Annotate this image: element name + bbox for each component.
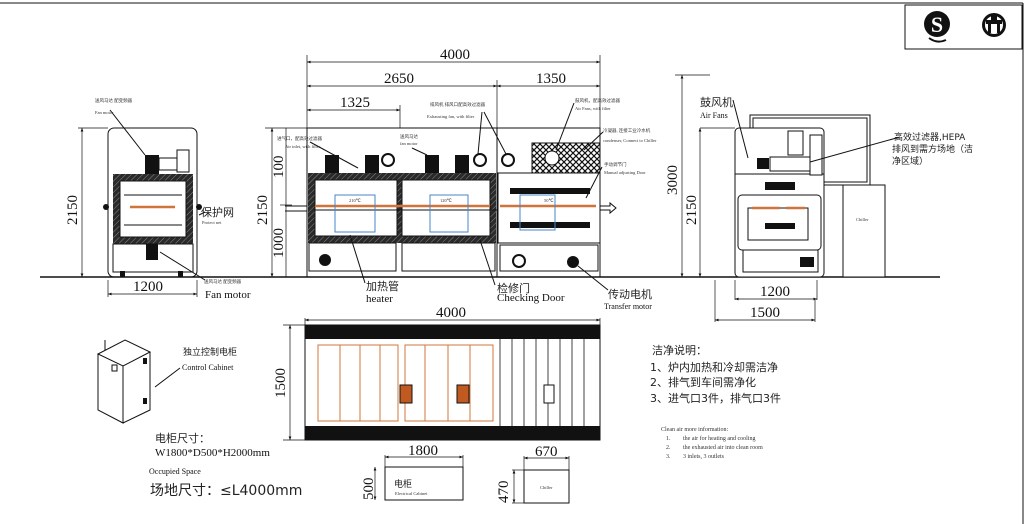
air-fans-cn: 鼓风机 xyxy=(700,95,733,109)
electrical-cabinet-cn: 电柜 xyxy=(394,478,412,490)
heater-en: heater xyxy=(366,293,393,305)
overall-height-dim: 3000 xyxy=(665,165,681,195)
clean-notes: 洁净说明： 1、炉内加热和冷却需洁净 2、排气到车间需净化 3、进气口3件，排气… xyxy=(650,343,781,460)
transfer-motor-en: Transfer motor xyxy=(604,302,652,311)
fan-motor-cn-top: 送风马达 配变频器 xyxy=(95,97,133,104)
zone2-temp: 120℃ xyxy=(440,198,453,203)
notes-en-num: 3. xyxy=(666,454,671,460)
svg-text:S: S xyxy=(931,12,943,37)
notes-en-item: the exhausted air into clean room xyxy=(683,445,763,451)
left-end-view: 2150 1200 送风马达 配变频器 Fan motor 保护网 Protec… xyxy=(65,97,251,301)
notes-cn-item: 3、进气口3件，排气口3件 xyxy=(650,391,781,405)
total-length-dim: 4000 xyxy=(440,47,470,63)
checking-door-cn: 检修门 xyxy=(497,281,530,295)
manual-door-cn: 手动调节门 xyxy=(604,161,627,168)
chiller-width-dim: 670 xyxy=(535,444,558,460)
certification-logos: S xyxy=(904,4,1023,50)
bottom-height-dim: 1000 xyxy=(271,228,287,258)
hepa-line2: 排风到需方场地（洁 xyxy=(892,143,973,155)
fan-motor2-en: fan motor xyxy=(400,141,418,146)
s-logo-icon: S xyxy=(924,11,950,43)
air-fans-filter-cn: 鼓风机，配高效过滤器 xyxy=(575,97,620,104)
left-width-dim: 1200 xyxy=(133,279,163,295)
cabinet-size-title: 电柜尺寸： xyxy=(155,431,210,445)
electrical-cabinet-en: Electrical Cabinet xyxy=(395,491,428,496)
oven-plan-view: 4000 1500 xyxy=(273,305,601,441)
chiller-depth-dim: 470 xyxy=(496,481,512,504)
height-dim: 2150 xyxy=(255,195,271,225)
transfer-motor-cn: 传动电机 xyxy=(608,287,652,301)
air-inlet-en: Air inlet, with filter xyxy=(285,144,321,150)
hepa-line3: 净区域） xyxy=(892,155,928,167)
notes-en-num: 2. xyxy=(666,445,671,451)
electrical-cabinet-plan: 1800 500 电柜 Electrical Cabinet xyxy=(361,443,464,501)
fan-motor-en-top: Fan motor xyxy=(95,110,114,115)
heater-cn: 加热管 xyxy=(366,279,399,293)
notes-cn-item: 1、炉内加热和冷却需洁净 xyxy=(650,360,778,374)
exhaust-cn: 排风机 排风口配高效过滤器 xyxy=(430,101,486,108)
condenser-cn: 冷凝器, 连接工业冷水机 xyxy=(603,127,651,134)
protect-net-cn: 保护网 xyxy=(201,205,234,219)
chiller-plan-label: Chiller xyxy=(540,485,553,490)
cooling-length-dim: 1350 xyxy=(536,71,566,87)
chiller-plan: 670 470 Chiller xyxy=(496,444,570,504)
zone1-temp: 210℃ xyxy=(349,198,362,203)
manual-door-en: Manual adjusting Door xyxy=(604,170,646,175)
air-fans-filter-en: Air Fans, with filter xyxy=(575,106,611,112)
right-end-view: Chiller 2150 1200 1500 鼓风机 Air Fans 高效过滤… xyxy=(684,95,973,322)
cabinet-depth-dim: 500 xyxy=(361,478,377,501)
certification-mark-icon xyxy=(982,13,1006,37)
notes-cn-title: 洁净说明： xyxy=(652,343,707,357)
cabinet-size: W1800*D500*H2000mm xyxy=(155,447,270,459)
notes-en-title: Clean air more information: xyxy=(661,426,728,433)
notes-en-item: 3 inlets, 3 outlets xyxy=(683,454,725,460)
condenser-en: condenser, Connect to Chiller xyxy=(603,138,657,144)
control-cabinet-en: Control Cabinet xyxy=(182,363,234,372)
plan-length-dim: 4000 xyxy=(436,305,466,321)
notes-en-num: 1. xyxy=(666,436,671,442)
notes-en-item: the air for heating and cooling xyxy=(683,435,755,442)
fan-motor-en-bottom: Fan motor xyxy=(205,289,251,301)
cabinet-width-dim: 1800 xyxy=(408,443,438,459)
notes-cn-item: 2、排气到车间需净化 xyxy=(650,375,756,389)
occupied-space-en: Occupied Space xyxy=(149,467,201,476)
control-cabinet-cn: 独立控制电柜 xyxy=(183,346,237,358)
oven-side-view: 210℃ 120℃ 50℃ 4000 2650 1350 xyxy=(255,47,710,311)
zone3-temp: 50℃ xyxy=(544,198,555,203)
heating-length-dim: 2650 xyxy=(384,71,414,87)
air-fans-en: Air Fans xyxy=(700,111,728,120)
plan-width-dim: 1500 xyxy=(273,368,289,398)
hepa-line1: 高效过滤器,HEPA xyxy=(894,131,966,143)
fan-motor-cn-bottom: 送风马达 配变频器 xyxy=(204,278,242,285)
checking-door-en: Checking Door xyxy=(497,292,565,304)
occupied-space-cn: 场地尺寸：≤L4000mm xyxy=(150,483,302,499)
left-height-dim: 2150 xyxy=(65,195,81,225)
right-height-dim: 2150 xyxy=(684,195,700,225)
top-height-dim: 100 xyxy=(271,156,287,179)
zone-length-dim: 1325 xyxy=(340,95,370,111)
protect-net-en: Protect net xyxy=(202,220,222,225)
exhaust-en: Exhausting fan, with filter xyxy=(427,114,475,120)
right-outer-width-dim: 1500 xyxy=(750,305,780,321)
fan-motor2-cn: 送风马达 xyxy=(400,133,418,140)
right-width-dim: 1200 xyxy=(760,284,790,300)
control-cabinet-icon xyxy=(96,339,181,424)
air-inlet-cn: 进气口，配高效过滤器 xyxy=(277,135,322,142)
chiller-label: Chiller xyxy=(856,217,869,222)
